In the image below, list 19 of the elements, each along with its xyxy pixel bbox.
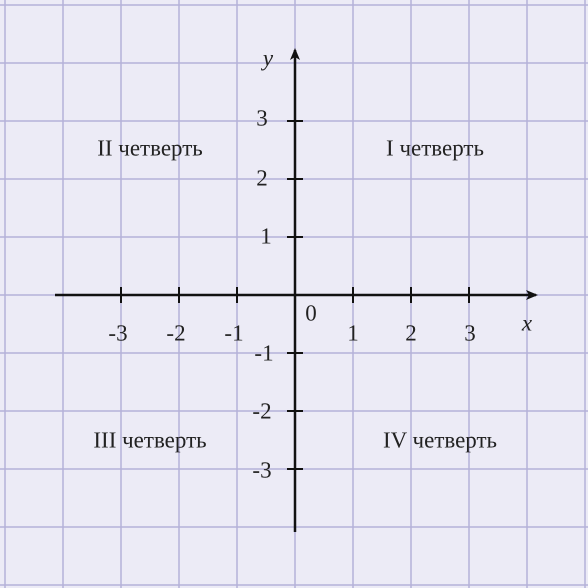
axis-label: y [262,46,274,70]
tick-label: 3 [464,322,476,344]
tick-label: -1 [254,342,274,364]
tick-label: -2 [252,400,272,422]
tick-label: 1 [260,224,272,248]
quadrant-label: III четверть [93,428,207,452]
tick-label: -3 [252,458,272,482]
tick-label: 2 [405,322,417,344]
tick-label: -2 [166,322,186,344]
tick-label: -3 [108,322,128,344]
quadrant-label: II четверть [97,136,203,160]
axis-label: x [522,312,532,334]
tick-label: 1 [347,322,359,344]
origin-label: 0 [305,302,317,324]
quadrant-label: I четверть [386,136,484,160]
quadrant-label: IV четверть [382,428,498,452]
tick-label: 3 [256,106,268,130]
tick-label: -1 [224,322,244,344]
tick-label: 2 [256,166,268,190]
